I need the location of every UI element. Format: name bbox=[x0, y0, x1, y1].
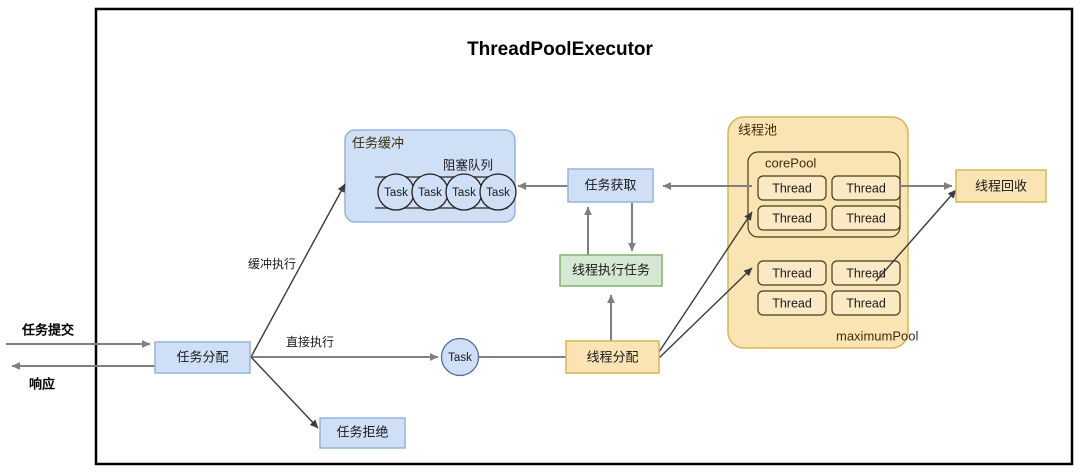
thread-pool-box bbox=[727, 116, 909, 349]
core-thread[interactable]: Thread bbox=[757, 205, 827, 231]
edge-buffered-exec bbox=[250, 183, 346, 358]
core-thread-label: Thread bbox=[772, 181, 812, 195]
queue-item[interactable]: Task bbox=[445, 173, 483, 211]
queue-item-label: Task bbox=[384, 187, 408, 199]
edge-allocate-to-core-thread bbox=[658, 211, 753, 353]
queue-item-label: Task bbox=[452, 187, 476, 199]
maximum-thread[interactable]: Thread bbox=[757, 260, 827, 286]
thread-allocate-node[interactable]: 线程分配 bbox=[565, 340, 660, 374]
queue-item[interactable]: Task bbox=[377, 173, 415, 211]
queue-item-label: Task bbox=[486, 187, 510, 199]
core-thread-label: Thread bbox=[846, 211, 886, 225]
core-thread[interactable]: Thread bbox=[831, 205, 901, 231]
core-thread-label: Thread bbox=[772, 211, 812, 225]
core-thread[interactable]: Thread bbox=[757, 175, 827, 201]
core-pool-label: corePool bbox=[765, 155, 816, 170]
thread-recycle-label: 线程回收 bbox=[975, 178, 1027, 193]
thread-exec-task-label: 线程执行任务 bbox=[572, 262, 650, 277]
queue-item[interactable]: Task bbox=[411, 173, 449, 211]
thread-exec-task-node[interactable]: 线程执行任务 bbox=[559, 254, 663, 287]
maximum-thread-label: Thread bbox=[846, 296, 886, 310]
edge-task-reject bbox=[250, 356, 319, 429]
thread-pool-group: 线程池 corePool Thread Thread Thread Thread… bbox=[727, 116, 918, 349]
edge-maximum-to-recycle bbox=[875, 189, 957, 282]
task-reject-label: 任务拒绝 bbox=[336, 424, 388, 439]
task-buffer-group: 任务缓冲 阻塞队列 Task Task Task Task bbox=[344, 129, 517, 223]
task-fetch-label: 任务获取 bbox=[584, 177, 636, 192]
task-dispatch-node[interactable]: 任务分配 bbox=[154, 341, 251, 374]
task-circle-label: Task bbox=[448, 352, 472, 364]
maximum-pool-label: maximumPool bbox=[836, 328, 918, 343]
thread-allocate-label: 线程分配 bbox=[586, 349, 638, 364]
maximum-thread[interactable]: Thread bbox=[757, 290, 827, 316]
queue-item-label: Task bbox=[418, 187, 442, 199]
maximum-thread-label: Thread bbox=[846, 266, 886, 280]
task-dispatch-label: 任务分配 bbox=[176, 349, 228, 364]
submit-label: 任务提交 bbox=[21, 322, 74, 337]
maximum-thread-label: Thread bbox=[772, 266, 812, 280]
blocking-queue-label: 阻塞队列 bbox=[443, 157, 493, 172]
task-fetch-node[interactable]: 任务获取 bbox=[567, 168, 654, 203]
core-thread[interactable]: Thread bbox=[831, 175, 901, 201]
thread-recycle-node[interactable]: 线程回收 bbox=[955, 169, 1047, 203]
task-reject-node[interactable]: 任务拒绝 bbox=[319, 417, 406, 449]
edge-label-buffered-exec: 缓冲执行 bbox=[248, 256, 296, 271]
page-title: ThreadPoolExecutor bbox=[467, 39, 653, 60]
outer-frame bbox=[94, 7, 1074, 466]
thread-pool-label: 线程池 bbox=[738, 122, 777, 137]
task-circle-node[interactable]: Task bbox=[440, 337, 480, 377]
edge-allocate-to-maximum-thread bbox=[658, 267, 753, 359]
edge-label-direct-exec: 直接执行 bbox=[286, 334, 334, 349]
maximum-thread[interactable]: Thread bbox=[831, 260, 901, 286]
core-thread-label: Thread bbox=[846, 181, 886, 195]
task-buffer-label: 任务缓冲 bbox=[352, 135, 404, 150]
maximum-thread-label: Thread bbox=[772, 296, 812, 310]
queue-item[interactable]: Task bbox=[479, 173, 517, 211]
maximum-thread[interactable]: Thread bbox=[831, 290, 901, 316]
response-label: 响应 bbox=[29, 376, 55, 391]
